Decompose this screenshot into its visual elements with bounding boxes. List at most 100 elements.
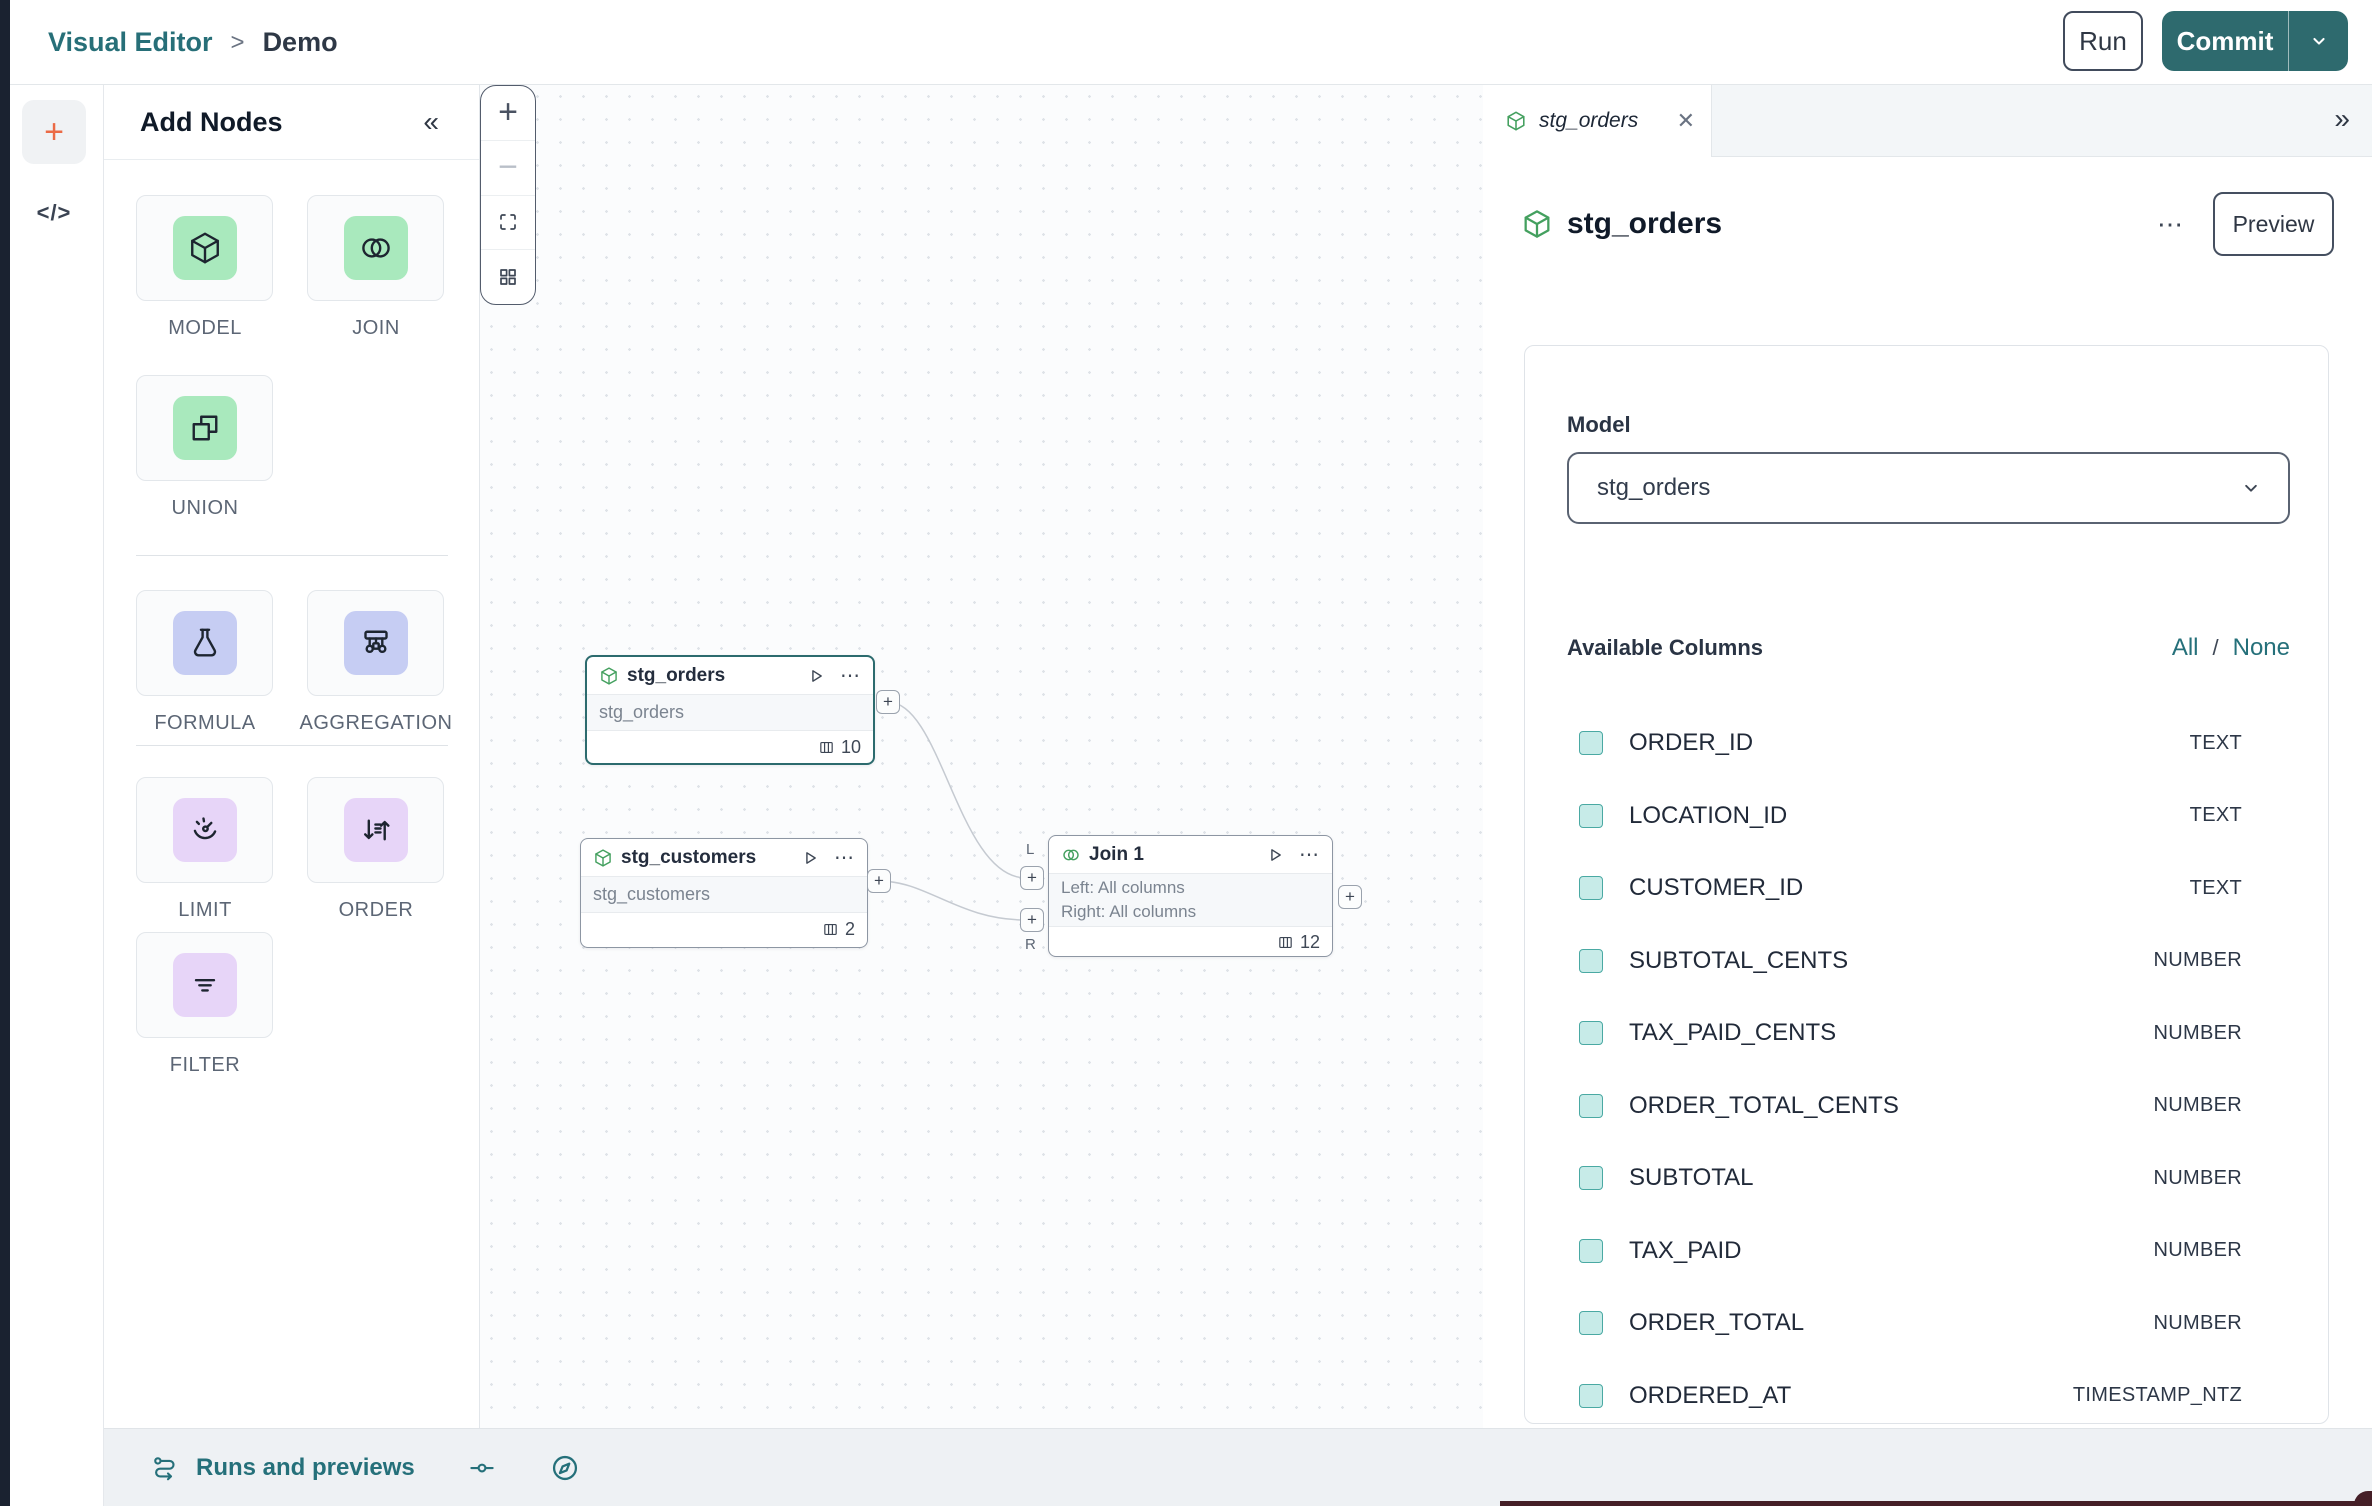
columns-count: 10 [840,736,861,757]
node-tile-label: FILTER [169,1054,241,1076]
breadcrumb-current: Demo [262,27,338,57]
output-handle-stg-customers[interactable]: + [867,869,891,893]
chevron-down-icon [2312,37,2325,45]
left-icon-rail: + </> [10,85,104,1506]
node-subtitle: stg_orders [587,694,873,731]
run-button[interactable]: Run [2063,11,2143,71]
grid-icon [500,269,516,285]
play-icon[interactable] [806,666,826,686]
column-checkbox[interactable] [1579,1093,1603,1118]
minus-icon: − [498,148,518,187]
column-checkbox[interactable] [1579,731,1603,756]
collapse-panel-icon[interactable]: « [423,106,439,137]
edge-stg-orders-to-join [887,701,1027,879]
close-icon[interactable]: ✕ [1676,108,1695,133]
node-menu-icon[interactable]: ⋯ [834,847,855,869]
column-checkbox[interactable] [1579,1383,1603,1408]
node-tile-limit[interactable] [136,777,273,883]
commit-button[interactable]: Commit [2162,11,2288,71]
runs-and-previews-label: Runs and previews [196,1453,415,1481]
join-right-input-handle[interactable]: + [1020,908,1044,932]
runs-and-previews-button[interactable]: Runs and previews [150,1453,415,1483]
zoom-in-button[interactable]: + [481,86,535,140]
add-node-rail-button[interactable]: + [22,100,86,164]
layout-grid-button[interactable] [481,249,535,304]
column-checkbox[interactable] [1579,803,1603,828]
join-right-port-label: R [1025,936,1036,953]
node-tile-model[interactable] [136,195,273,301]
commit-button-group: Commit [2162,11,2348,71]
overflow-menu-icon[interactable]: ⋯ [2157,208,2185,239]
sort-icon [343,798,408,862]
node-header: stg_orders ⋯ [587,657,873,694]
inspector-title-row: stg_orders ⋯ Preview [1521,192,2334,256]
column-type: TEXT [2189,731,2242,754]
column-name: ORDER_TOTAL [1629,1309,1805,1337]
node-tile-union[interactable] [136,375,273,481]
play-icon[interactable] [1265,845,1285,865]
canvas-node-stg-customers[interactable]: stg_customers ⋯ stg_customers 2 [580,838,868,948]
cube-icon [172,216,237,280]
column-type: TIMESTAMP_NTZ [2072,1384,2242,1407]
flow-canvas[interactable]: stg_orders ⋯ stg_orders 10 + stg_custome… [480,85,1483,1428]
node-tile-formula[interactable] [136,590,273,696]
column-name: CUSTOMER_ID [1629,874,1804,902]
gauge-icon [172,798,237,862]
columns-header-row: Available Columns All / None [1567,634,2290,662]
model-select[interactable]: stg_orders [1567,452,2290,524]
canvas-node-stg-orders[interactable]: stg_orders ⋯ stg_orders 10 [585,655,875,765]
column-checkbox[interactable] [1579,1166,1603,1191]
columns-count: 12 [1299,931,1320,952]
zoom-out-button[interactable]: − [481,139,535,195]
node-header: Join 1 ⋯ [1049,836,1332,873]
commit-button-label: Commit [2176,25,2274,56]
node-tile-filter[interactable] [136,932,273,1038]
column-row: ORDER_TOTAL_CENTS NUMBER [1525,1070,2328,1143]
node-tile-order[interactable] [307,777,444,883]
node-join-config: Left: All columns Right: All columns [1049,873,1332,927]
join-right-config: Right: All columns [1061,902,1197,921]
code-view-button[interactable]: </> [22,193,86,233]
node-menu-icon[interactable]: ⋯ [1299,844,1320,866]
collapse-inspector-icon[interactable]: » [2334,103,2350,134]
column-type: NUMBER [2153,1094,2242,1117]
column-row: TAX_PAID NUMBER [1525,1215,2328,1288]
canvas-node-join-1[interactable]: Join 1 ⋯ Left: All columns Right: All co… [1048,835,1333,957]
preview-button[interactable]: Preview [2213,192,2334,256]
output-handle-stg-orders[interactable]: + [876,690,900,714]
node-subtitle: stg_customers [581,876,867,913]
play-icon[interactable] [800,848,820,868]
node-tile-label: AGGREGATION [299,712,453,734]
git-commit-icon [470,1463,494,1472]
column-checkbox[interactable] [1579,1311,1603,1336]
compass-icon [552,1455,577,1480]
select-none-link[interactable]: None [2232,634,2290,661]
columns-icon [824,923,837,936]
columns-list: ORDER_ID TEXT LOCATION_ID TEXT CUSTOMER_… [1525,707,2328,1423]
column-checkbox[interactable] [1579,876,1603,901]
node-menu-icon[interactable]: ⋯ [840,665,861,687]
column-row: SUBTOTAL NUMBER [1525,1142,2328,1215]
node-tile-aggregation[interactable] [307,590,444,696]
add-nodes-title: Add Nodes [140,106,283,137]
columns-icon [820,741,833,753]
commit-dropdown-button[interactable] [2288,11,2348,71]
join-output-handle[interactable]: + [1338,885,1362,909]
column-checkbox[interactable] [1579,1238,1603,1263]
breadcrumb-root-link[interactable]: Visual Editor [48,27,213,57]
column-type: NUMBER [2153,949,2242,972]
tab-stg-orders[interactable]: stg_orders ✕ [1483,85,1712,157]
node-config-card: Model stg_orders Available Columns All /… [1524,345,2329,1424]
commit-node-button[interactable] [467,1453,497,1483]
venn-icon [343,216,408,280]
node-tile-join[interactable] [307,195,444,301]
fit-view-button[interactable] [481,194,535,250]
preview-button-label: Preview [2232,210,2315,237]
node-title: stg_orders [627,664,726,686]
select-all-link[interactable]: All [2171,634,2199,661]
join-left-input-handle[interactable]: + [1020,866,1044,890]
node-tile-label: UNION [171,497,239,519]
column-checkbox[interactable] [1579,948,1603,973]
explore-button[interactable] [549,1452,581,1484]
column-checkbox[interactable] [1579,1021,1603,1046]
